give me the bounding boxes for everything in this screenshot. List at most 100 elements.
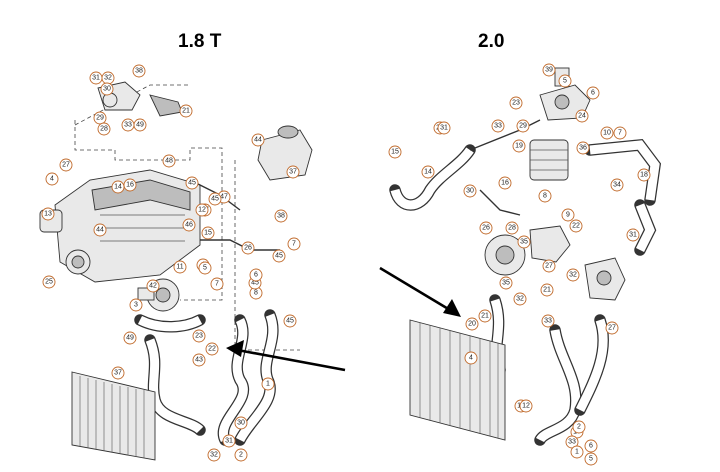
svg-text:1: 1 bbox=[266, 381, 270, 388]
left-callout-30: 30 bbox=[100, 82, 114, 96]
right-callout-24: 24 bbox=[575, 109, 589, 123]
right-callout-33: 33 bbox=[541, 314, 555, 328]
left-callout-44: 44 bbox=[93, 223, 107, 237]
svg-text:4: 4 bbox=[469, 355, 473, 362]
right-callout-36: 36 bbox=[576, 141, 590, 155]
left-callout-14: 14 bbox=[111, 180, 125, 194]
left-callout-42: 42 bbox=[146, 279, 160, 293]
svg-text:29: 29 bbox=[96, 115, 104, 122]
right-callout-4: 4 bbox=[464, 351, 478, 365]
svg-text:35: 35 bbox=[520, 239, 528, 246]
svg-text:16: 16 bbox=[126, 182, 134, 189]
svg-text:44: 44 bbox=[96, 227, 104, 234]
left-callout-16: 16 bbox=[123, 178, 137, 192]
svg-text:32: 32 bbox=[210, 452, 218, 459]
svg-text:28: 28 bbox=[100, 126, 108, 133]
svg-text:2: 2 bbox=[577, 424, 581, 431]
svg-text:35: 35 bbox=[502, 280, 510, 287]
left-callout-2: 2 bbox=[234, 448, 248, 462]
svg-text:31: 31 bbox=[225, 438, 233, 445]
left-callout-37: 37 bbox=[111, 366, 125, 380]
svg-text:30: 30 bbox=[237, 420, 245, 427]
svg-text:43: 43 bbox=[195, 357, 203, 364]
right-callout-28: 28 bbox=[505, 221, 519, 235]
svg-text:42: 42 bbox=[149, 283, 157, 290]
right-callout-31: 31 bbox=[437, 121, 451, 135]
diagram-right bbox=[389, 67, 662, 446]
right-callout-6: 6 bbox=[584, 439, 598, 453]
svg-text:18: 18 bbox=[640, 172, 648, 179]
svg-text:7: 7 bbox=[618, 130, 622, 137]
svg-text:45: 45 bbox=[286, 318, 294, 325]
svg-text:32: 32 bbox=[104, 75, 112, 82]
svg-text:6: 6 bbox=[254, 272, 258, 279]
svg-text:44: 44 bbox=[254, 137, 262, 144]
svg-text:3: 3 bbox=[134, 302, 138, 309]
svg-text:37: 37 bbox=[289, 169, 297, 176]
left-callout-12: 12 bbox=[195, 203, 209, 217]
right-callout-2: 2 bbox=[572, 420, 586, 434]
right-callout-33: 33 bbox=[491, 119, 505, 133]
right-callout-29: 29 bbox=[516, 119, 530, 133]
svg-text:26: 26 bbox=[482, 225, 490, 232]
right-callout-31: 31 bbox=[626, 228, 640, 242]
right-callout-6: 6 bbox=[586, 86, 600, 100]
svg-text:15: 15 bbox=[391, 149, 399, 156]
svg-text:27: 27 bbox=[62, 162, 70, 169]
svg-text:11: 11 bbox=[176, 264, 183, 271]
svg-text:2: 2 bbox=[239, 452, 243, 459]
title-left: 1.8 T bbox=[178, 31, 222, 52]
right-callout-23: 23 bbox=[509, 96, 523, 110]
left-callout-45: 45 bbox=[272, 249, 286, 263]
left-callout-7: 7 bbox=[287, 237, 301, 251]
left-callout-37: 37 bbox=[286, 165, 300, 179]
left-callout-25: 25 bbox=[42, 275, 56, 289]
left-callout-31: 31 bbox=[89, 71, 103, 85]
right-callout-14: 14 bbox=[421, 165, 435, 179]
svg-text:7: 7 bbox=[215, 281, 219, 288]
svg-text:30: 30 bbox=[466, 188, 474, 195]
right-callout-12: 12 bbox=[519, 399, 533, 413]
svg-text:8: 8 bbox=[543, 193, 547, 200]
svg-text:16: 16 bbox=[501, 180, 509, 187]
right-callout-32: 32 bbox=[513, 292, 527, 306]
right-callout-7: 7 bbox=[613, 126, 627, 140]
left-callout-4: 4 bbox=[45, 172, 59, 186]
left-callout-32: 32 bbox=[101, 71, 115, 85]
left-callout-38: 38 bbox=[132, 64, 146, 78]
callouts-left: 3132383029283349214427426131416484547174… bbox=[41, 64, 301, 462]
svg-text:5: 5 bbox=[203, 265, 207, 272]
right-callout-8: 8 bbox=[538, 189, 552, 203]
svg-text:31: 31 bbox=[92, 75, 100, 82]
left-callout-3: 3 bbox=[129, 298, 143, 312]
svg-text:12: 12 bbox=[522, 403, 530, 410]
svg-text:7: 7 bbox=[292, 241, 296, 248]
left-callout-5: 5 bbox=[198, 261, 212, 275]
svg-text:25: 25 bbox=[45, 279, 53, 286]
svg-text:45: 45 bbox=[211, 196, 219, 203]
svg-text:5: 5 bbox=[563, 78, 567, 85]
left-callout-49: 49 bbox=[123, 331, 137, 345]
svg-text:49: 49 bbox=[126, 335, 134, 342]
svg-text:21: 21 bbox=[543, 287, 551, 294]
left-callout-43: 43 bbox=[192, 353, 206, 367]
left-callout-45: 45 bbox=[185, 176, 199, 190]
left-callout-48: 48 bbox=[162, 154, 176, 168]
svg-text:24: 24 bbox=[578, 113, 586, 120]
svg-text:45: 45 bbox=[275, 253, 283, 260]
svg-text:20: 20 bbox=[468, 321, 476, 328]
svg-text:33: 33 bbox=[568, 439, 576, 446]
left-callout-7: 7 bbox=[210, 277, 224, 291]
left-callout-21: 21 bbox=[179, 104, 193, 118]
left-callout-33: 33 bbox=[121, 118, 135, 132]
svg-text:34: 34 bbox=[613, 182, 621, 189]
svg-text:36: 36 bbox=[579, 145, 587, 152]
left-callout-6: 6 bbox=[249, 268, 263, 282]
svg-text:4: 4 bbox=[50, 176, 54, 183]
right-callout-16: 16 bbox=[498, 176, 512, 190]
svg-text:27: 27 bbox=[608, 325, 616, 332]
svg-text:33: 33 bbox=[494, 123, 502, 130]
right-callout-18: 18 bbox=[637, 168, 651, 182]
radiator-left bbox=[71, 371, 156, 461]
left-callout-49: 49 bbox=[133, 118, 147, 132]
